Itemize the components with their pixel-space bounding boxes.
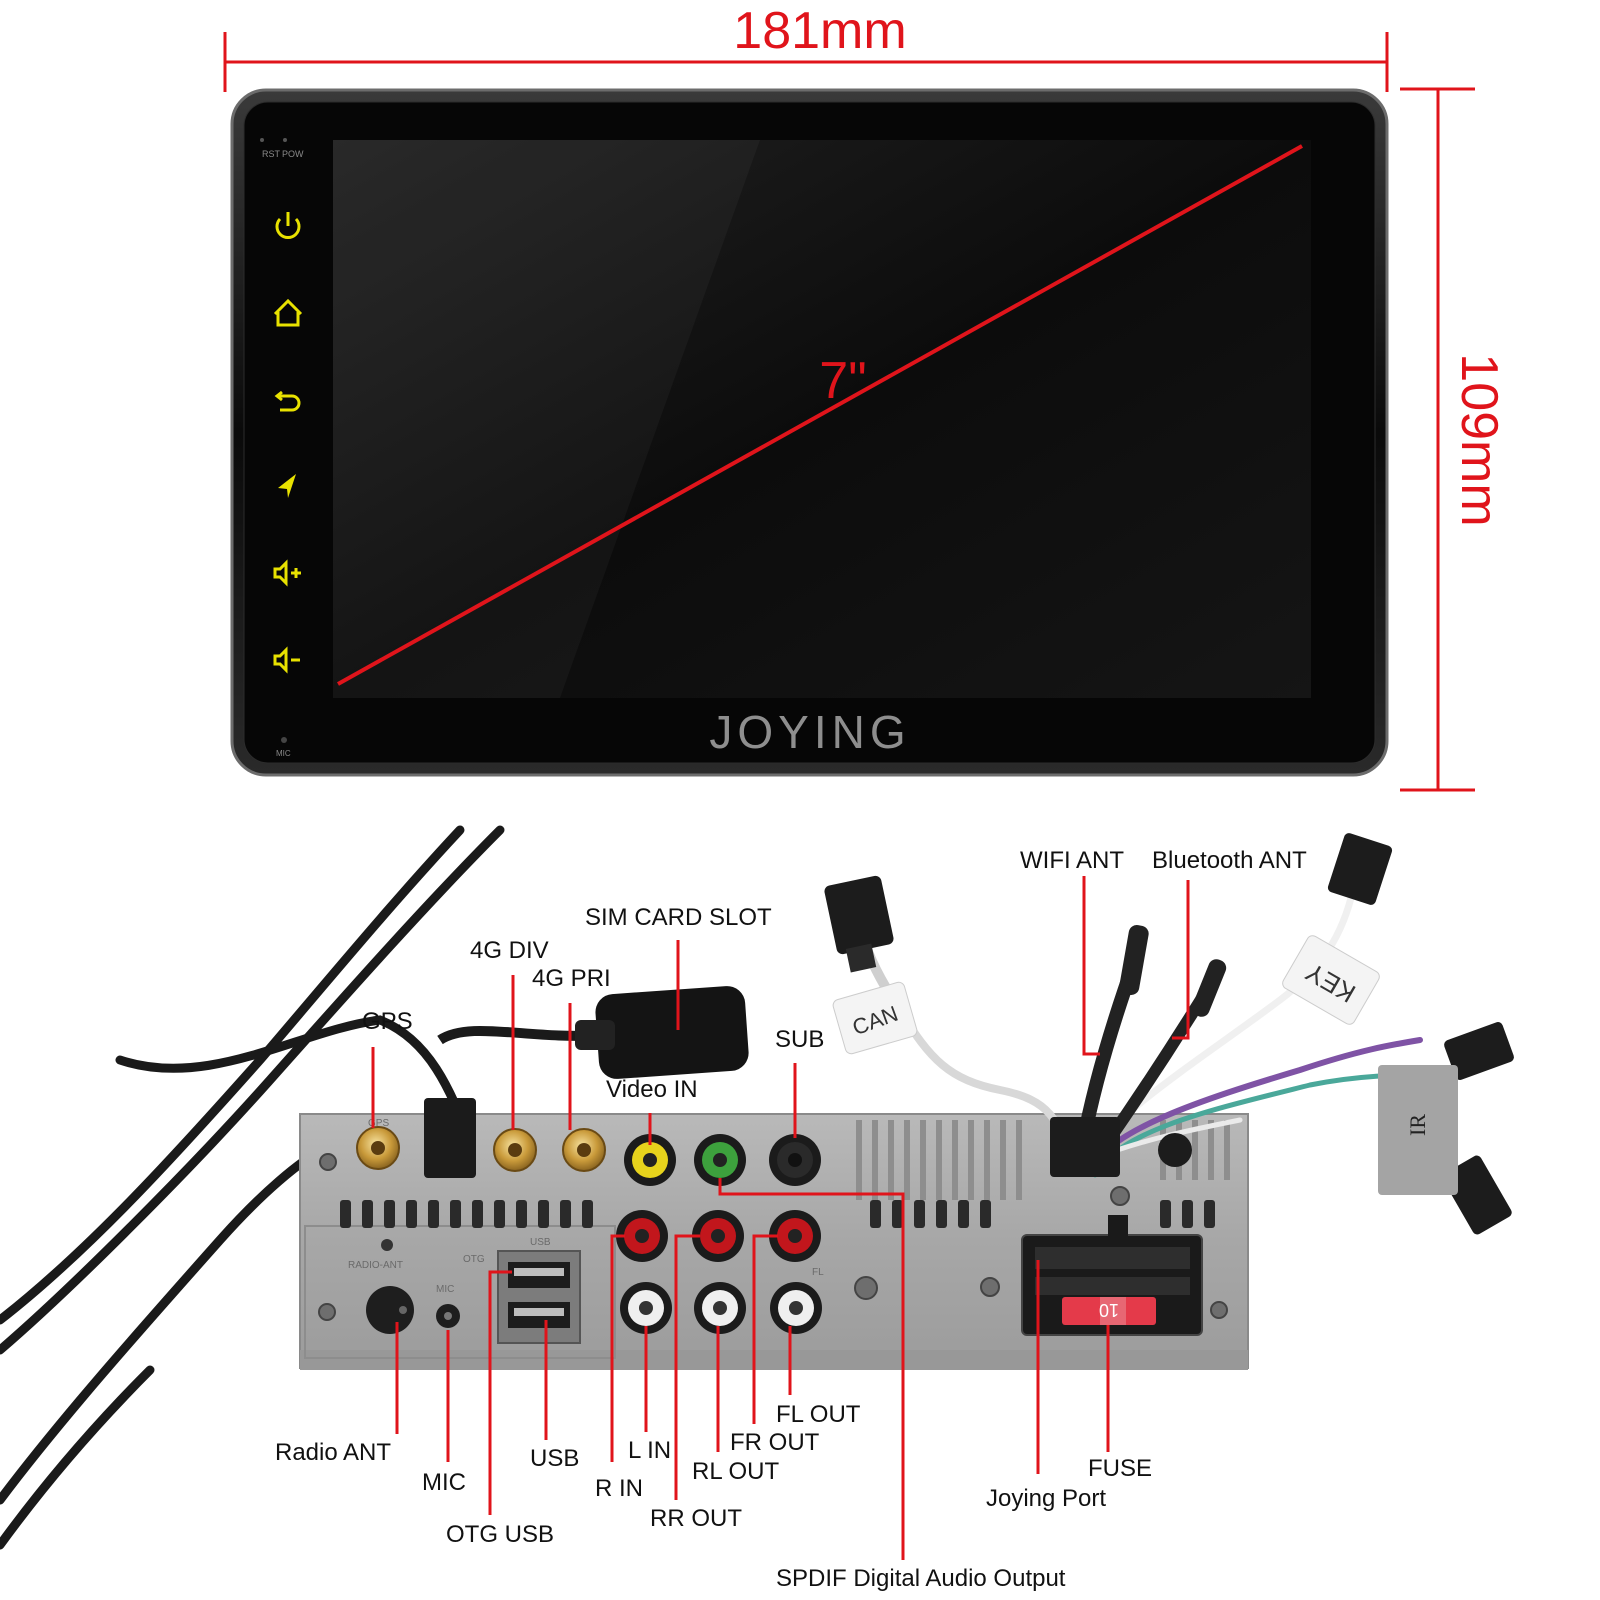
- height-dimension: 109mm: [1400, 87, 1508, 792]
- width-dimension: 181mm: [223, 2, 1389, 92]
- pow-label: POW: [282, 149, 304, 159]
- rear-unit: GPS: [0, 825, 1514, 1550]
- sim-card-holder: [575, 986, 749, 1079]
- ir-tag-text: IR: [1405, 1114, 1430, 1136]
- mic-panel-print: MIC: [436, 1284, 454, 1295]
- rl-out-jack: [694, 1282, 746, 1334]
- power-icon: [275, 212, 301, 239]
- brand-logo: JOYING: [709, 706, 910, 758]
- navigation-button[interactable]: [278, 474, 296, 498]
- fuse-value: 10: [1099, 1300, 1119, 1320]
- radio-ant-port: [366, 1286, 414, 1334]
- fl-panel-print: FL: [812, 1267, 824, 1278]
- usb-ports: [497, 1250, 581, 1344]
- height-label: 109mm: [1450, 353, 1508, 526]
- mic-callout-label: MIC: [422, 1469, 466, 1496]
- key-tag: KEY: [1282, 935, 1380, 1025]
- fuse-label: FUSE: [1088, 1455, 1152, 1482]
- l-in-jack: [620, 1282, 672, 1334]
- rl-out-label: RL OUT: [692, 1458, 779, 1485]
- fl-out-jack: [770, 1282, 822, 1334]
- video-in-jack: [624, 1134, 676, 1186]
- bluetooth-ant-label: Bluetooth ANT: [1152, 847, 1307, 874]
- callout-lines: [371, 876, 1190, 1560]
- can-plug: [824, 875, 894, 973]
- 4g-div-connector: [493, 1128, 537, 1172]
- back-button[interactable]: [274, 390, 301, 412]
- mic-label: MIC: [276, 749, 291, 758]
- cooling-fins: [856, 1120, 1230, 1200]
- rst-label: RST: [262, 149, 281, 159]
- gps-panel-print: GPS: [368, 1118, 389, 1129]
- video-in-label: Video IN: [606, 1076, 698, 1103]
- ir-plug: [1442, 1022, 1514, 1235]
- diagonal-line: [337, 144, 1303, 686]
- joying-port-label: Joying Port: [986, 1485, 1106, 1512]
- 4g-pri-connector: [562, 1128, 606, 1172]
- sim-card-slot-label: SIM CARD SLOT: [585, 904, 772, 931]
- spdif-jack: [694, 1134, 746, 1186]
- home-icon: [273, 298, 303, 327]
- mic-port: [436, 1304, 460, 1328]
- width-label: 181mm: [733, 2, 906, 60]
- fuse: 10: [1062, 1297, 1156, 1325]
- radio-ant-panel-print: RADIO-ANT: [348, 1260, 403, 1271]
- otg-usb-label: OTG USB: [446, 1521, 554, 1548]
- fl-out-label: FL OUT: [776, 1401, 861, 1428]
- l-in-label: L IN: [628, 1437, 671, 1464]
- key-plug: [1327, 833, 1393, 905]
- r-in-label: R IN: [595, 1475, 643, 1502]
- radio-ant-label: Radio ANT: [275, 1439, 391, 1466]
- power-button[interactable]: [275, 212, 301, 239]
- 4g-div-label: 4G DIV: [470, 937, 549, 964]
- fin-slots-row: [340, 1200, 1215, 1228]
- diagonal-label: 7": [819, 352, 866, 410]
- r-in-jack: [616, 1210, 668, 1262]
- can-tag: CAN: [832, 981, 918, 1055]
- rr-out-jack: [692, 1210, 744, 1262]
- volume-down-icon: [273, 646, 300, 674]
- callout-labels: WIFI ANT Bluetooth ANT SIM CARD SLOT 4G …: [275, 847, 1307, 1592]
- volume-down-button[interactable]: [273, 646, 300, 674]
- mount-screws: [318, 1153, 1228, 1321]
- fr-out-jack: [769, 1210, 821, 1262]
- home-button[interactable]: [273, 298, 303, 327]
- harness-plug: [1050, 1117, 1120, 1177]
- otg-panel-print: OTG: [463, 1254, 485, 1265]
- front-panel: RST POW MIC: [230, 88, 1389, 777]
- spdif-label: SPDIF Digital Audio Output: [776, 1565, 1066, 1592]
- rr-out-label: RR OUT: [650, 1505, 742, 1532]
- wifi-ant-label: WIFI ANT: [1020, 847, 1124, 874]
- volume-up-button[interactable]: [273, 559, 301, 587]
- volume-up-icon: [273, 559, 301, 587]
- sub-jack: [769, 1134, 821, 1186]
- gps-connector: [356, 1126, 400, 1170]
- gps-label: GPS: [362, 1008, 413, 1035]
- ir-tag: IR: [1378, 1065, 1458, 1195]
- navigation-icon: [278, 474, 296, 498]
- usb-label: USB: [530, 1445, 579, 1472]
- fr-out-label: FR OUT: [730, 1429, 820, 1456]
- sub-label: SUB: [775, 1026, 824, 1053]
- 4g-pri-label: 4G PRI: [532, 965, 611, 992]
- usb-panel-print: USB: [530, 1237, 551, 1248]
- gps-cable: [0, 825, 505, 1550]
- gps-plug: [424, 1098, 476, 1178]
- back-icon: [274, 390, 301, 412]
